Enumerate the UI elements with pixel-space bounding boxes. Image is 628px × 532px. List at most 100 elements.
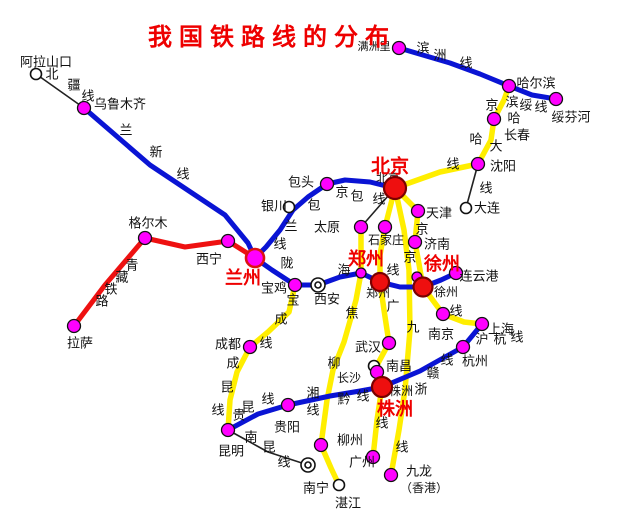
railway-label-char: 线 — [176, 167, 189, 182]
railway-label-char: 线 — [277, 455, 290, 470]
city-marker-兰州 — [244, 247, 266, 269]
city-marker-南京 — [435, 306, 451, 322]
city-marker-宝鸡 — [287, 277, 303, 293]
railway-label-char: 成 — [226, 356, 239, 371]
city-marker-格尔木 — [137, 230, 153, 246]
railway-label-char: 京 — [415, 222, 428, 237]
railway-label-char: 京 — [485, 98, 498, 113]
city-marker-徐州 — [412, 276, 434, 298]
city-marker-株洲 — [370, 375, 394, 399]
railway-label-char: 包 — [350, 189, 363, 204]
city-label: 广州 — [349, 455, 375, 470]
junction-label: 北京 — [371, 155, 409, 178]
city-marker-太原 — [353, 219, 369, 235]
railway-label-char: 路 — [95, 294, 108, 309]
railway-label-char: 焦 — [345, 306, 358, 321]
railway-jingha-line — [392, 83, 512, 191]
railway-label-char: 线 — [534, 100, 547, 115]
railway-label-char: 大 — [489, 139, 502, 154]
railway-label-char: 线 — [386, 263, 399, 278]
railway-nankun-line — [227, 429, 309, 466]
railway-label-char: 昆 — [220, 380, 233, 395]
city-label: 西安 — [314, 292, 340, 307]
railway-label-char: 哈 — [469, 132, 482, 147]
city-label: 格尔木 — [128, 216, 167, 231]
city-label: 上海 — [488, 322, 514, 337]
railway-label-char: 线 — [459, 56, 472, 71]
railway-label-char: 兰 — [284, 219, 297, 234]
railway-label-char: 线 — [510, 330, 523, 345]
railway-label-char: 南 — [244, 430, 257, 445]
city-label: 石家庄 — [368, 232, 404, 247]
railway-label-char: 线 — [449, 304, 462, 319]
city-label: 拉萨 — [67, 336, 93, 351]
junction-label: 兰州 — [225, 267, 261, 288]
city-label: 昆明 — [218, 444, 244, 459]
city-marker-天津 — [410, 203, 426, 219]
city-label: 武汉 — [355, 340, 381, 355]
railway-label-char: 线 — [81, 89, 94, 104]
city-marker-成都 — [242, 339, 258, 355]
city-sublabel: 株洲 — [389, 383, 413, 398]
railway-label-char: 线 — [356, 389, 369, 404]
junction-label: 徐州 — [423, 253, 460, 274]
railway-label-char: 海 — [337, 263, 350, 278]
railway-guikun-xiangqian-zhegan-huhang-line — [225, 321, 485, 433]
railway-label-char: 赣 — [426, 366, 439, 381]
city-label: 天津 — [426, 206, 452, 221]
city-label: 乌鲁木齐 — [94, 97, 146, 112]
city-marker-拉萨 — [66, 318, 82, 334]
city-marker-济南 — [407, 234, 423, 250]
railway-label-char: 线 — [375, 416, 388, 431]
city-marker-大连 — [459, 201, 473, 215]
railway-label-char: 新 — [149, 145, 162, 160]
city-label: 南宁 — [303, 481, 329, 496]
railway-label-char: 线 — [259, 336, 272, 351]
railway-label-char: 滨 — [505, 95, 518, 110]
railway-label-char: 铁 — [104, 282, 117, 297]
railway-label-char: 贵 — [232, 408, 245, 423]
city-sublabel: 徐州 — [434, 284, 458, 299]
city-marker-广州 — [365, 449, 381, 465]
railway-label-char: 浙 — [414, 382, 427, 397]
city-marker-石家庄 — [377, 219, 393, 235]
railway-label-char: 线 — [306, 403, 319, 418]
city-marker-湛江 — [332, 478, 346, 492]
railway-label-char: 昆 — [241, 400, 254, 415]
railway-label-char: 线 — [261, 392, 274, 407]
railway-label-char: 滨 — [416, 41, 429, 56]
city-label: 济南 — [424, 237, 450, 252]
city-marker-杭州 — [455, 339, 471, 355]
railway-label-char: 宝 — [286, 293, 299, 308]
railway-shenyang-dalian-line — [465, 163, 479, 209]
city-marker-长春 — [486, 111, 502, 127]
city-label: 包头 — [288, 175, 314, 190]
railway-label-char: 九 — [406, 320, 419, 335]
city-marker-贵阳 — [280, 397, 296, 413]
railway-label-char: 藏 — [115, 270, 128, 285]
railway-label-char: 京 — [403, 250, 416, 265]
city-label: 九龙 — [406, 464, 432, 479]
city-marker-昆明 — [220, 422, 236, 438]
railway-label-char: 线 — [211, 403, 224, 418]
city-marker-郑州 — [369, 271, 391, 293]
railway-label-char: 绥 — [519, 98, 532, 113]
railway-label-char: 成 — [274, 312, 287, 327]
railway-binzhou-binsui-line — [396, 45, 559, 102]
city-label: 宝鸡 — [261, 281, 287, 296]
city-label: 太原 — [314, 220, 340, 235]
city-label: 南昌 — [386, 359, 412, 374]
city-marker-乌鲁木齐 — [76, 100, 92, 116]
railway-label-char: 线 — [395, 440, 408, 455]
city-marker-武汉 — [381, 335, 397, 351]
railway-label-char: 洲 — [433, 48, 446, 63]
railway-label-char: 包 — [307, 198, 320, 213]
railway-label-char: 线 — [372, 192, 385, 207]
city-marker-北京 — [382, 175, 408, 201]
railway-label-char: 陇 — [280, 256, 293, 271]
city-marker-绥芬河 — [548, 91, 564, 107]
railway-label-char: 青 — [125, 258, 138, 273]
city-label: 哈尔滨 — [516, 76, 555, 91]
